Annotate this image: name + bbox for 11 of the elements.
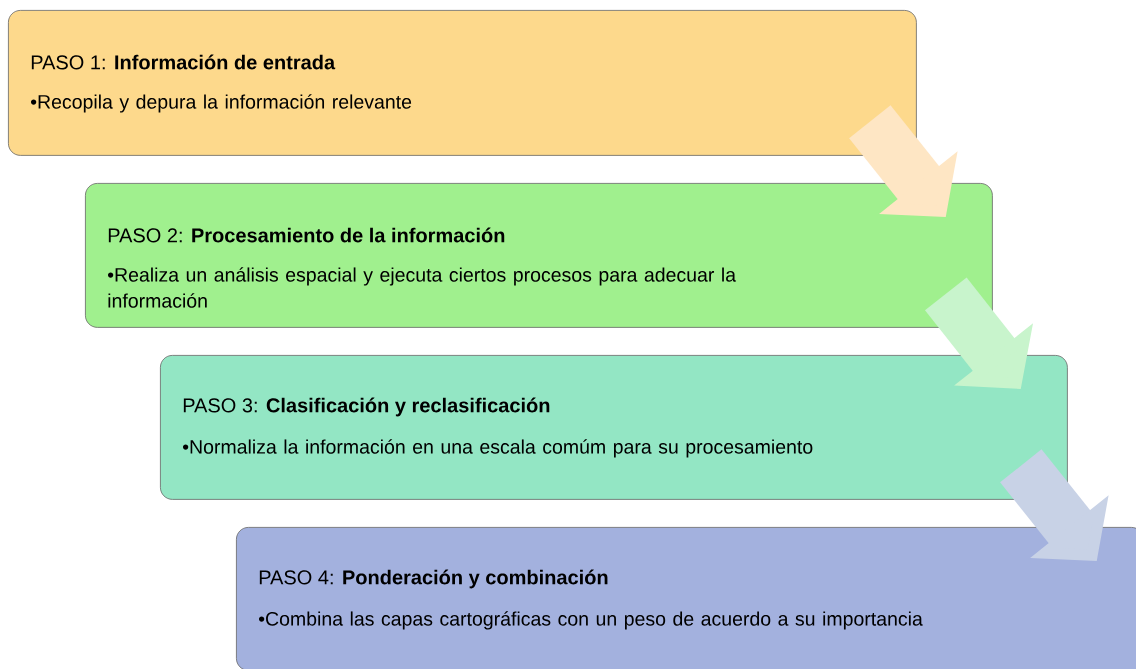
step-heading: PASO 3: Clasificación y reclasificación — [183, 397, 550, 417]
step-description: •Normaliza la información en una escala comúm para su procesamiento — [183, 439, 813, 458]
step-description: •Recopila y depura la información relevante — [31, 94, 412, 113]
step-heading: PASO 1: Información de entrada — [31, 54, 336, 70]
step-heading: PASO 2: Procesamiento de la información — [108, 227, 505, 243]
step-heading: PASO 4: Ponderación y combinación — [259, 569, 608, 589]
block-arrow — [849, 105, 958, 217]
block-arrow — [1000, 449, 1109, 561]
step-description: •Combina las capas cartográficas con un peso de acuerdo a su importancia — [259, 611, 923, 630]
step-description: •Realiza un análisis espacial y ejecuta ciertos procesos para adecuar la información — [108, 267, 737, 308]
block-arrow — [925, 277, 1034, 389]
